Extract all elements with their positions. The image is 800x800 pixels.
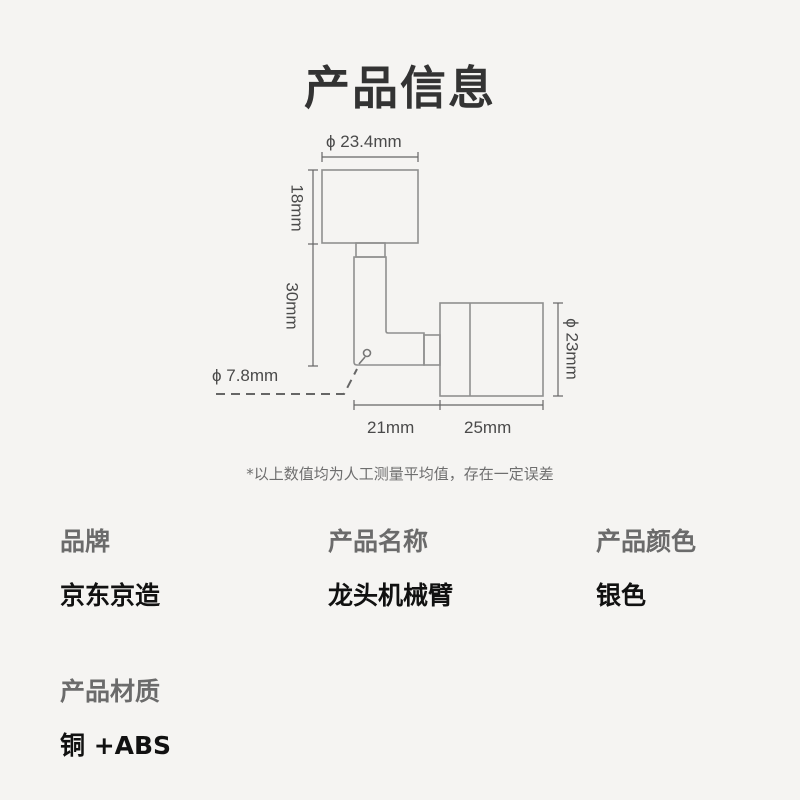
spec-label: 产品名称 (328, 527, 429, 556)
spec-brand: 品牌 京东京造 (60, 522, 160, 612)
spec-material: 产品材质 铜 +ABS (60, 672, 171, 762)
top-cylinder-shape (321, 169, 419, 244)
right-diameter-label: ϕ 23mm (562, 318, 582, 380)
product-dimension-diagram: ϕ 23.4mm 18mm 30mm ϕ 7.8mm ϕ 23mm 21mm 2… (212, 132, 582, 437)
pipe-diameter-label: ϕ 7.8mm (212, 366, 279, 385)
spec-value: 龙头机械臂 (328, 581, 454, 610)
spec-label: 品牌 (60, 527, 111, 556)
spec-value: 京东京造 (60, 581, 161, 610)
top-diameter-label: ϕ 23.4mm (326, 132, 402, 151)
spec-product-name: 产品名称 龙头机械臂 (328, 522, 453, 612)
top-height-label: 18mm (287, 184, 307, 232)
spec-label: 产品颜色 (596, 527, 697, 556)
arm-length-label: 21mm (367, 418, 415, 437)
neck-shape (355, 242, 386, 258)
connector-shape (423, 334, 441, 366)
l-arm-shape (353, 256, 425, 366)
spec-color: 产品颜色 银色 (596, 522, 696, 612)
spec-value: 银色 (596, 581, 647, 610)
arm-height-label: 30mm (282, 282, 302, 330)
right-cylinder-shape (439, 302, 544, 397)
page-title: 产品信息 (304, 61, 496, 115)
spec-label: 产品材质 (60, 677, 161, 706)
right-length-label: 25mm (464, 418, 512, 437)
measurement-disclaimer: *以上数值均为人工测量平均值，存在一定误差 (246, 465, 554, 483)
spec-value: 铜 +ABS (60, 731, 172, 760)
faucet-arm-drawing (216, 152, 563, 410)
